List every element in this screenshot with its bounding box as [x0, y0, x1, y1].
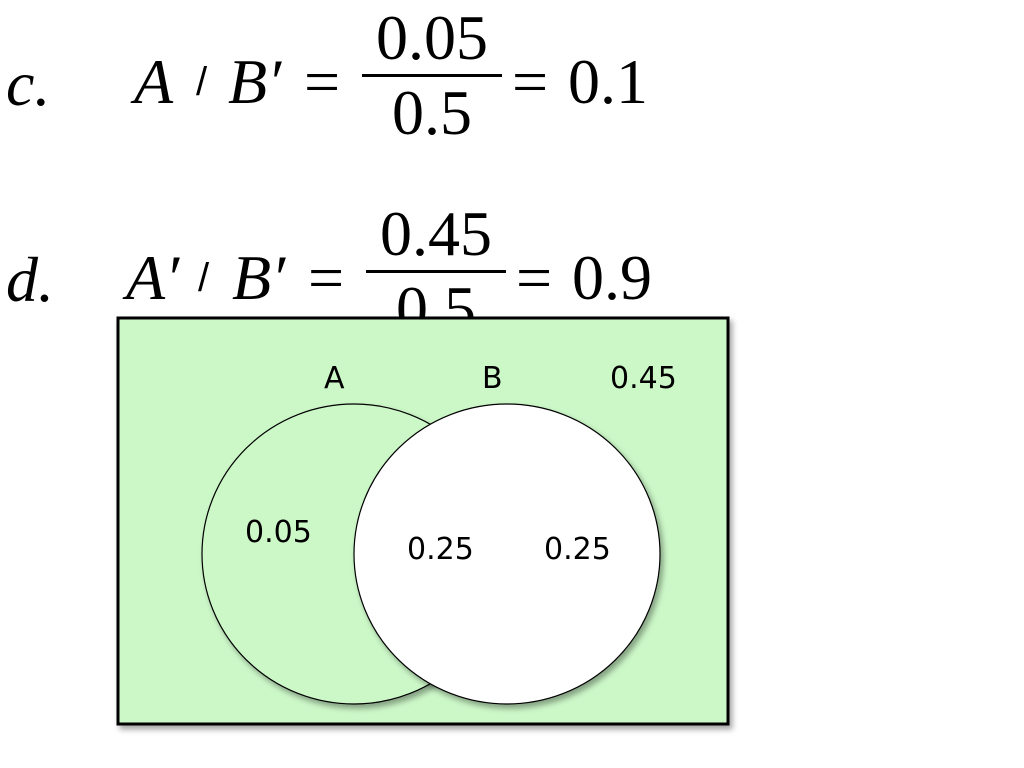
equation-d-numerator: 0.45: [380, 198, 492, 269]
equation-d-equals-1: =: [308, 242, 345, 313]
equation-d-item-label: d.: [6, 244, 54, 315]
equation-d-equals-2: =: [516, 242, 553, 313]
equation-c-numerator: 0.05: [376, 2, 488, 73]
venn-outside-value: 0.45: [610, 361, 677, 396]
equation-d-lhs-event: A′: [126, 242, 180, 313]
equation-c-equals-1: =: [304, 46, 341, 117]
equation-d-result: 0.9: [572, 242, 652, 313]
venn-a-only-value: 0.05: [245, 515, 312, 550]
venn-label-b: B: [482, 361, 503, 396]
equation-d-lhs-given: B′: [232, 242, 286, 313]
venn-b-only-value: 0.25: [544, 532, 611, 567]
equation-c-fraction: 0.05 0.5: [362, 6, 502, 145]
equation-c-item-label: c.: [6, 48, 51, 119]
venn-intersection-value: 0.25: [407, 532, 474, 567]
equation-c-equals-2: =: [512, 46, 549, 117]
equation-c-denominator: 0.5: [392, 77, 472, 148]
equation-c-lhs-given: B′: [228, 46, 282, 117]
venn-label-a: A: [324, 361, 345, 396]
equation-c-slash: /: [196, 60, 208, 104]
equation-d-slash: /: [198, 256, 210, 300]
equation-c-result: 0.1: [568, 46, 648, 117]
equation-c-fraction-bar: [362, 74, 502, 77]
equation-c-lhs-event: A: [134, 46, 174, 117]
venn-circle-b: [353, 403, 661, 705]
equation-d-fraction-bar: [366, 270, 506, 273]
